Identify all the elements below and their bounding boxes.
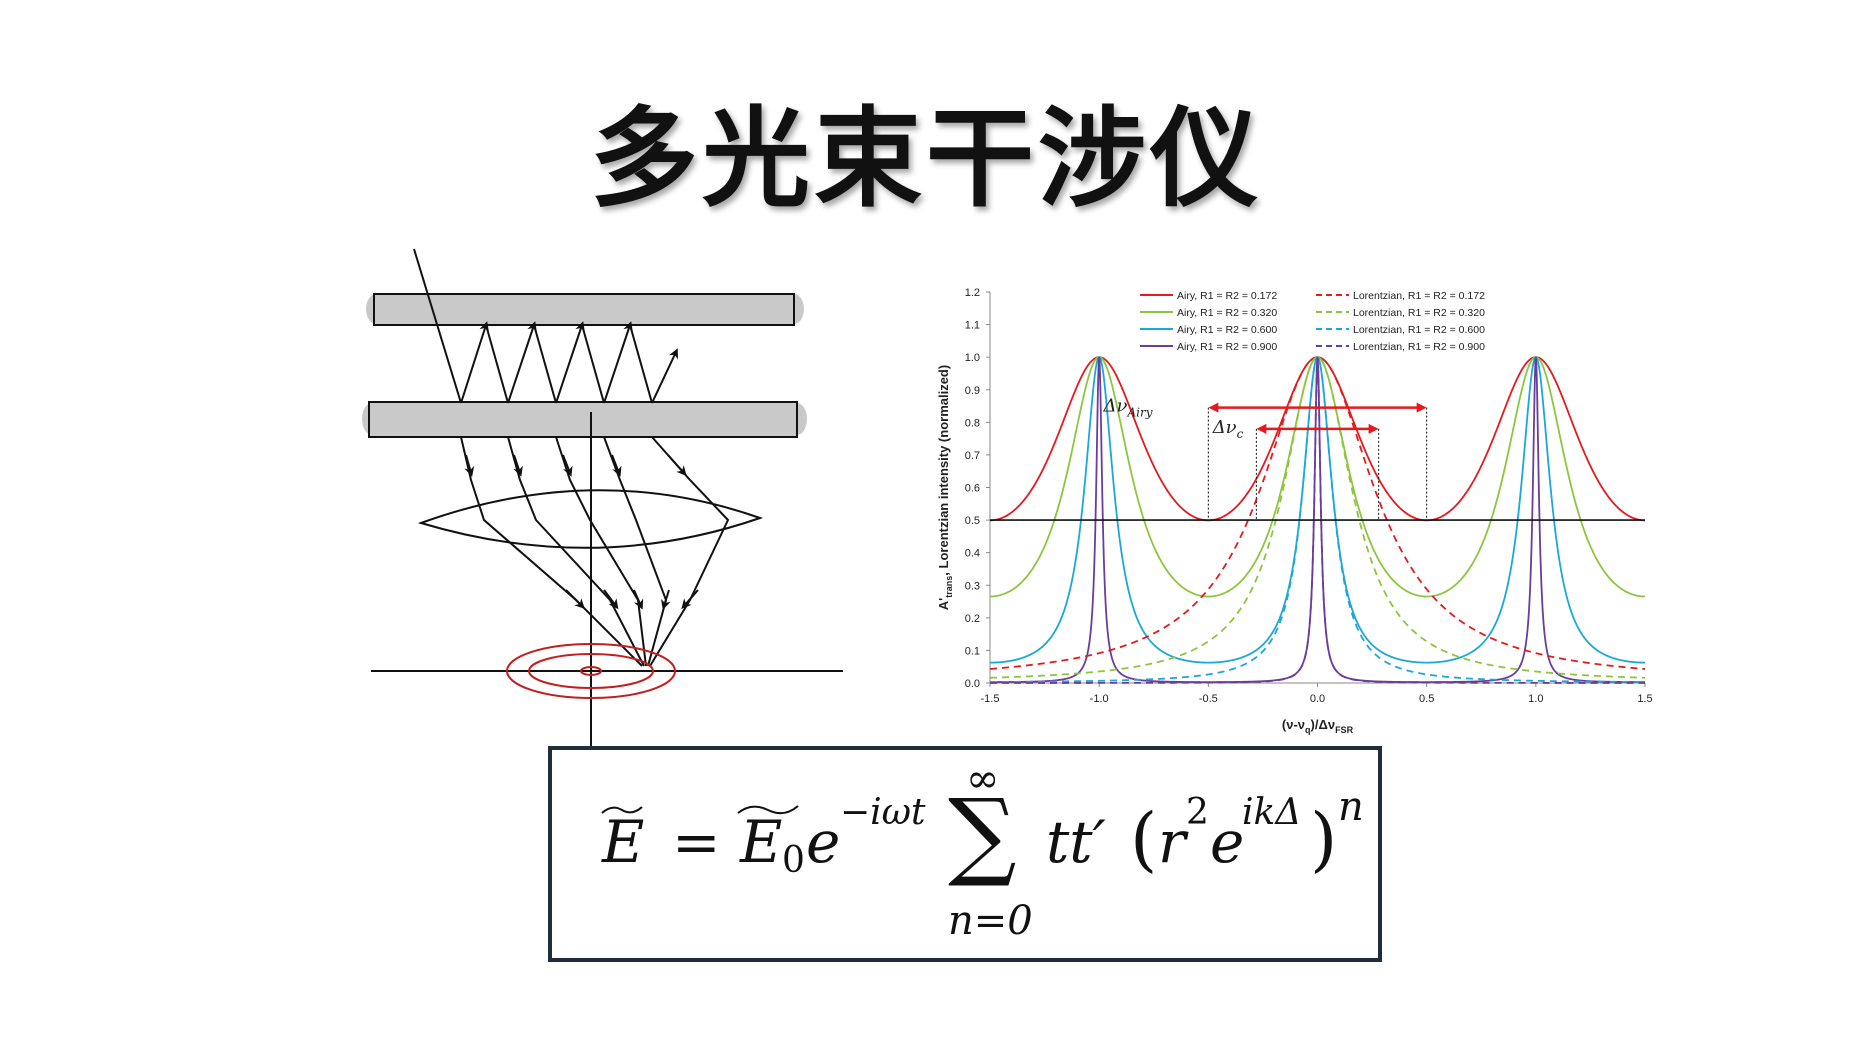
legend-label: Airy, R1 = R2 = 0.600 <box>1177 324 1277 336</box>
converging-lens <box>417 489 764 549</box>
x-tick-label: 1.0 <box>1528 693 1543 705</box>
y-tick-label: 0.5 <box>965 515 980 527</box>
legend-label: Airy, R1 = R2 = 0.320 <box>1177 307 1277 319</box>
y-tick-label: 1.2 <box>965 287 980 299</box>
legend-label: Lorentzian, R1 = R2 = 0.600 <box>1353 324 1485 336</box>
formula-e2: e <box>1210 808 1245 876</box>
formula-e0-sub: 0 <box>782 840 805 881</box>
x-tick-label: -1.5 <box>981 693 1000 705</box>
formula-lhs: E <box>602 808 645 876</box>
x-tick-label: 0.5 <box>1419 693 1434 705</box>
y-tick-label: 0.2 <box>965 613 980 625</box>
formula-r-pow: 2 <box>1186 792 1209 833</box>
lower-plate <box>368 401 798 438</box>
y-tick-label: 0.7 <box>965 450 980 462</box>
slide-title: 多光束干涉仪 <box>589 97 1262 222</box>
series-line <box>989 356 1646 670</box>
x-tick-label: 0.0 <box>1310 693 1325 705</box>
formula-sum-top: ∞ <box>966 756 1000 802</box>
plot-series <box>989 356 1646 684</box>
upper-plate <box>373 293 795 326</box>
x-tick-label: -1.0 <box>1090 693 1109 705</box>
ray-arrowheads <box>464 454 699 610</box>
series-line <box>990 356 1645 598</box>
formula-n-pow: n <box>1338 784 1364 830</box>
legend-label: Lorentzian, R1 = R2 = 0.320 <box>1353 307 1485 319</box>
y-tick-label: 0.1 <box>965 645 980 657</box>
airy-fwhm-arrow-head-right <box>1416 402 1427 413</box>
formula-e0: E <box>740 808 783 876</box>
formula-sum-bottom: n=0 <box>948 898 1033 944</box>
formula-e: e <box>806 808 841 876</box>
formula-equals: = <box>672 808 721 876</box>
x-tick-label: 1.5 <box>1637 693 1652 705</box>
legend-label: Airy, R1 = R2 = 0.172 <box>1177 290 1277 302</box>
lorentz-fwhm-arrow-head-left <box>1256 423 1267 434</box>
legend-label: Airy, R1 = R2 = 0.900 <box>1177 341 1277 353</box>
y-tick-label: 0.0 <box>965 678 980 690</box>
formula-tt: tt′ <box>1046 808 1106 876</box>
y-axis-label: A'trans, Lorentzian intensity (normalize… <box>936 365 954 610</box>
delta-airy-label: ΔνAiry <box>1103 396 1153 420</box>
series-line <box>990 357 1645 684</box>
y-tick-label: 0.9 <box>965 385 980 397</box>
y-tick-label: 0.4 <box>965 548 980 560</box>
x-tick-label: -0.5 <box>1199 693 1218 705</box>
delta-c-label: Δνc <box>1212 417 1244 441</box>
y-tick-label: 0.8 <box>965 417 980 429</box>
lorentz-fwhm-arrow-head-right <box>1368 423 1379 434</box>
formula-lparen: ( <box>1130 798 1158 880</box>
plot-annotations <box>990 294 1645 521</box>
formula-box: E = E 0 e −iωt ∞ ∑ n=0 tt′ ( r 2 e ikΔ )… <box>548 746 1382 962</box>
plot-text: 0.0 0.1 0.2 0.3 0.4 0.5 0.6 0.7 0.8 0.9 1.0 1.1 1.2 -… <box>936 287 1653 735</box>
airy-fwhm-arrow-head-left <box>1208 402 1219 413</box>
legend-label: Lorentzian, R1 = R2 = 0.900 <box>1353 341 1485 353</box>
x-axis-label: (ν-νq)/ΔνFSR <box>1282 717 1354 735</box>
y-tick-label: 1.0 <box>965 352 980 364</box>
y-tick-label: 0.6 <box>965 483 980 495</box>
y-tick-label: 1.1 <box>965 320 980 332</box>
interference-rings <box>506 643 676 699</box>
series-line <box>989 356 1646 664</box>
zigzag-rays <box>413 248 678 404</box>
series-line <box>989 356 1646 679</box>
formula-r: r <box>1158 808 1186 876</box>
formula-rparen: ) <box>1310 798 1338 880</box>
formula-sum: ∑ <box>948 778 1017 890</box>
y-tick-label: 0.3 <box>965 580 980 592</box>
formula-exp1: −iωt <box>840 792 926 833</box>
legend-label: Lorentzian, R1 = R2 = 0.172 <box>1353 290 1485 302</box>
formula-exp2: ikΔ <box>1242 792 1302 833</box>
tilde-marks <box>601 805 799 815</box>
